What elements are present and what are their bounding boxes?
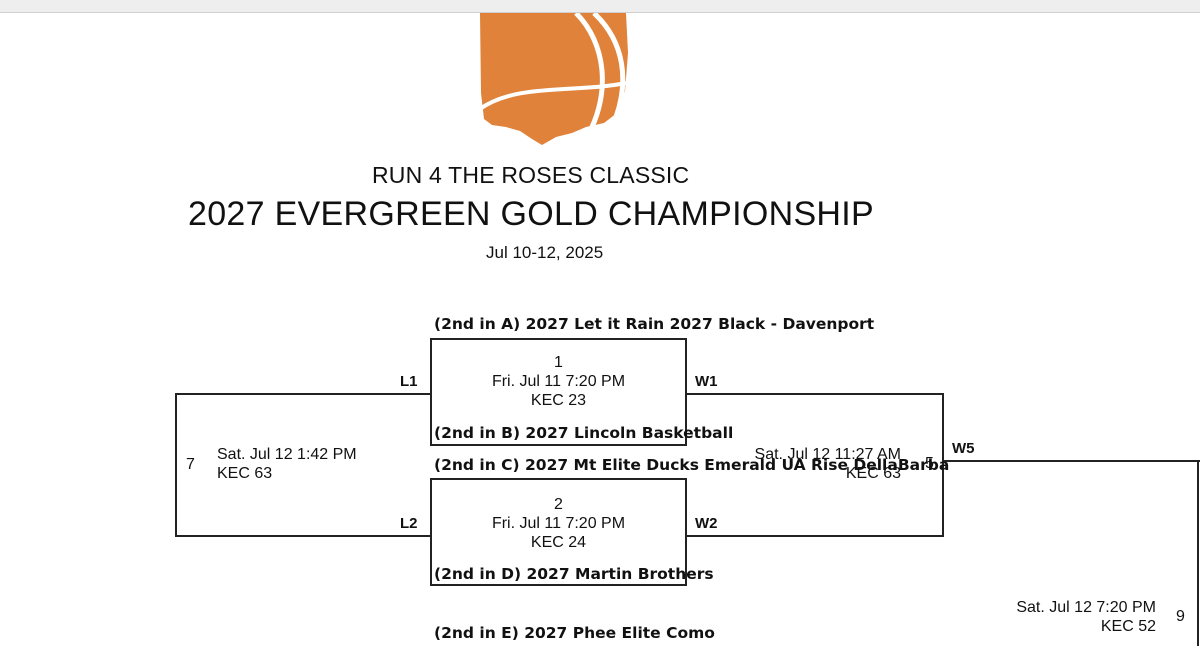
- team-2nd-in-b[interactable]: (2nd in B) 2027 Lincoln Basketball: [434, 424, 734, 442]
- winner-label-5: W5: [952, 440, 975, 457]
- game-9-box-top: [942, 460, 1200, 462]
- game-2-info[interactable]: 2 Fri. Jul 11 7:20 PM KEC 24: [432, 495, 685, 552]
- game-2-box-right: [685, 478, 687, 586]
- loser-label-2: L2: [400, 515, 418, 532]
- page-title: 2027 EVERGREEN GOLD CHAMPIONSHIP: [188, 195, 875, 233]
- game-7-box-bottom: [175, 535, 432, 537]
- game-9-time: Sat. Jul 12 7:20 PM: [1016, 599, 1156, 616]
- game-9-number: 9: [1176, 608, 1185, 625]
- event-subtitle: RUN 4 THE ROSES CLASSIC: [372, 162, 690, 188]
- game-5-time: Sat. Jul 12 11:27 AM: [754, 446, 901, 463]
- game-1-box-top: [430, 338, 687, 340]
- game-2-box-top: [430, 478, 687, 480]
- team-2nd-in-a[interactable]: (2nd in A) 2027 Let it Rain 2027 Black -…: [434, 315, 875, 333]
- game-7-box-left: [175, 393, 177, 537]
- basketball-seam-curve-1: [574, 13, 605, 137]
- game-2-number: 2: [554, 496, 563, 513]
- ohio-basketball-logo: [478, 13, 628, 145]
- game-9-info[interactable]: Sat. Jul 12 7:20 PM KEC 52: [980, 598, 1156, 636]
- game-1-info[interactable]: 1 Fri. Jul 11 7:20 PM KEC 23: [432, 353, 685, 410]
- team-2nd-in-d[interactable]: (2nd in D) 2027 Martin Brothers: [434, 565, 714, 583]
- game-5-number: 5: [925, 455, 934, 472]
- game-7-number: 7: [186, 456, 195, 473]
- game-2-time: Fri. Jul 11 7:20 PM: [491, 515, 626, 532]
- game-1-box-bottom: [430, 444, 687, 446]
- game-2-box-left: [430, 478, 432, 586]
- basketball-seam-curve-2: [592, 13, 626, 118]
- game-1-box-right: [685, 338, 687, 446]
- game-1-court: KEC 23: [530, 392, 587, 409]
- game-1-number: 1: [554, 354, 563, 371]
- browser-top-bar: [0, 0, 1200, 13]
- game-1-box-left: [430, 338, 432, 446]
- team-2nd-in-c[interactable]: (2nd in C) 2027 Mt Elite Ducks Emerald U…: [434, 456, 950, 474]
- game-2-box-bottom: [430, 584, 687, 586]
- game-9-box-right: [1197, 460, 1199, 646]
- game-5-box-right: [942, 393, 944, 537]
- team-2nd-in-e[interactable]: (2nd in E) 2027 Phee Elite Como: [434, 624, 715, 642]
- game-9-court: KEC 52: [1100, 618, 1156, 635]
- basketball-seam-curve-3: [478, 81, 627, 111]
- loser-label-1: L1: [400, 373, 418, 390]
- game-7-info[interactable]: Sat. Jul 12 1:42 PM KEC 63: [217, 445, 357, 483]
- game-1-time: Fri. Jul 11 7:20 PM: [491, 373, 626, 390]
- event-dates: Jul 10-12, 2025: [486, 243, 604, 262]
- winner-label-1: W1: [695, 373, 718, 390]
- game-7-time: Sat. Jul 12 1:42 PM: [217, 446, 357, 463]
- game-7-box-top: [175, 393, 432, 395]
- game-5-court: KEC 63: [845, 465, 901, 482]
- winner-label-2: W2: [695, 515, 718, 532]
- game-5-box-bottom: [685, 535, 944, 537]
- game-5-box-top: [685, 393, 944, 395]
- game-5-info[interactable]: Sat. Jul 12 11:27 AM KEC 63: [744, 445, 901, 483]
- game-7-court: KEC 63: [217, 465, 273, 482]
- ohio-shape: [480, 13, 628, 145]
- game-2-court: KEC 24: [530, 534, 587, 551]
